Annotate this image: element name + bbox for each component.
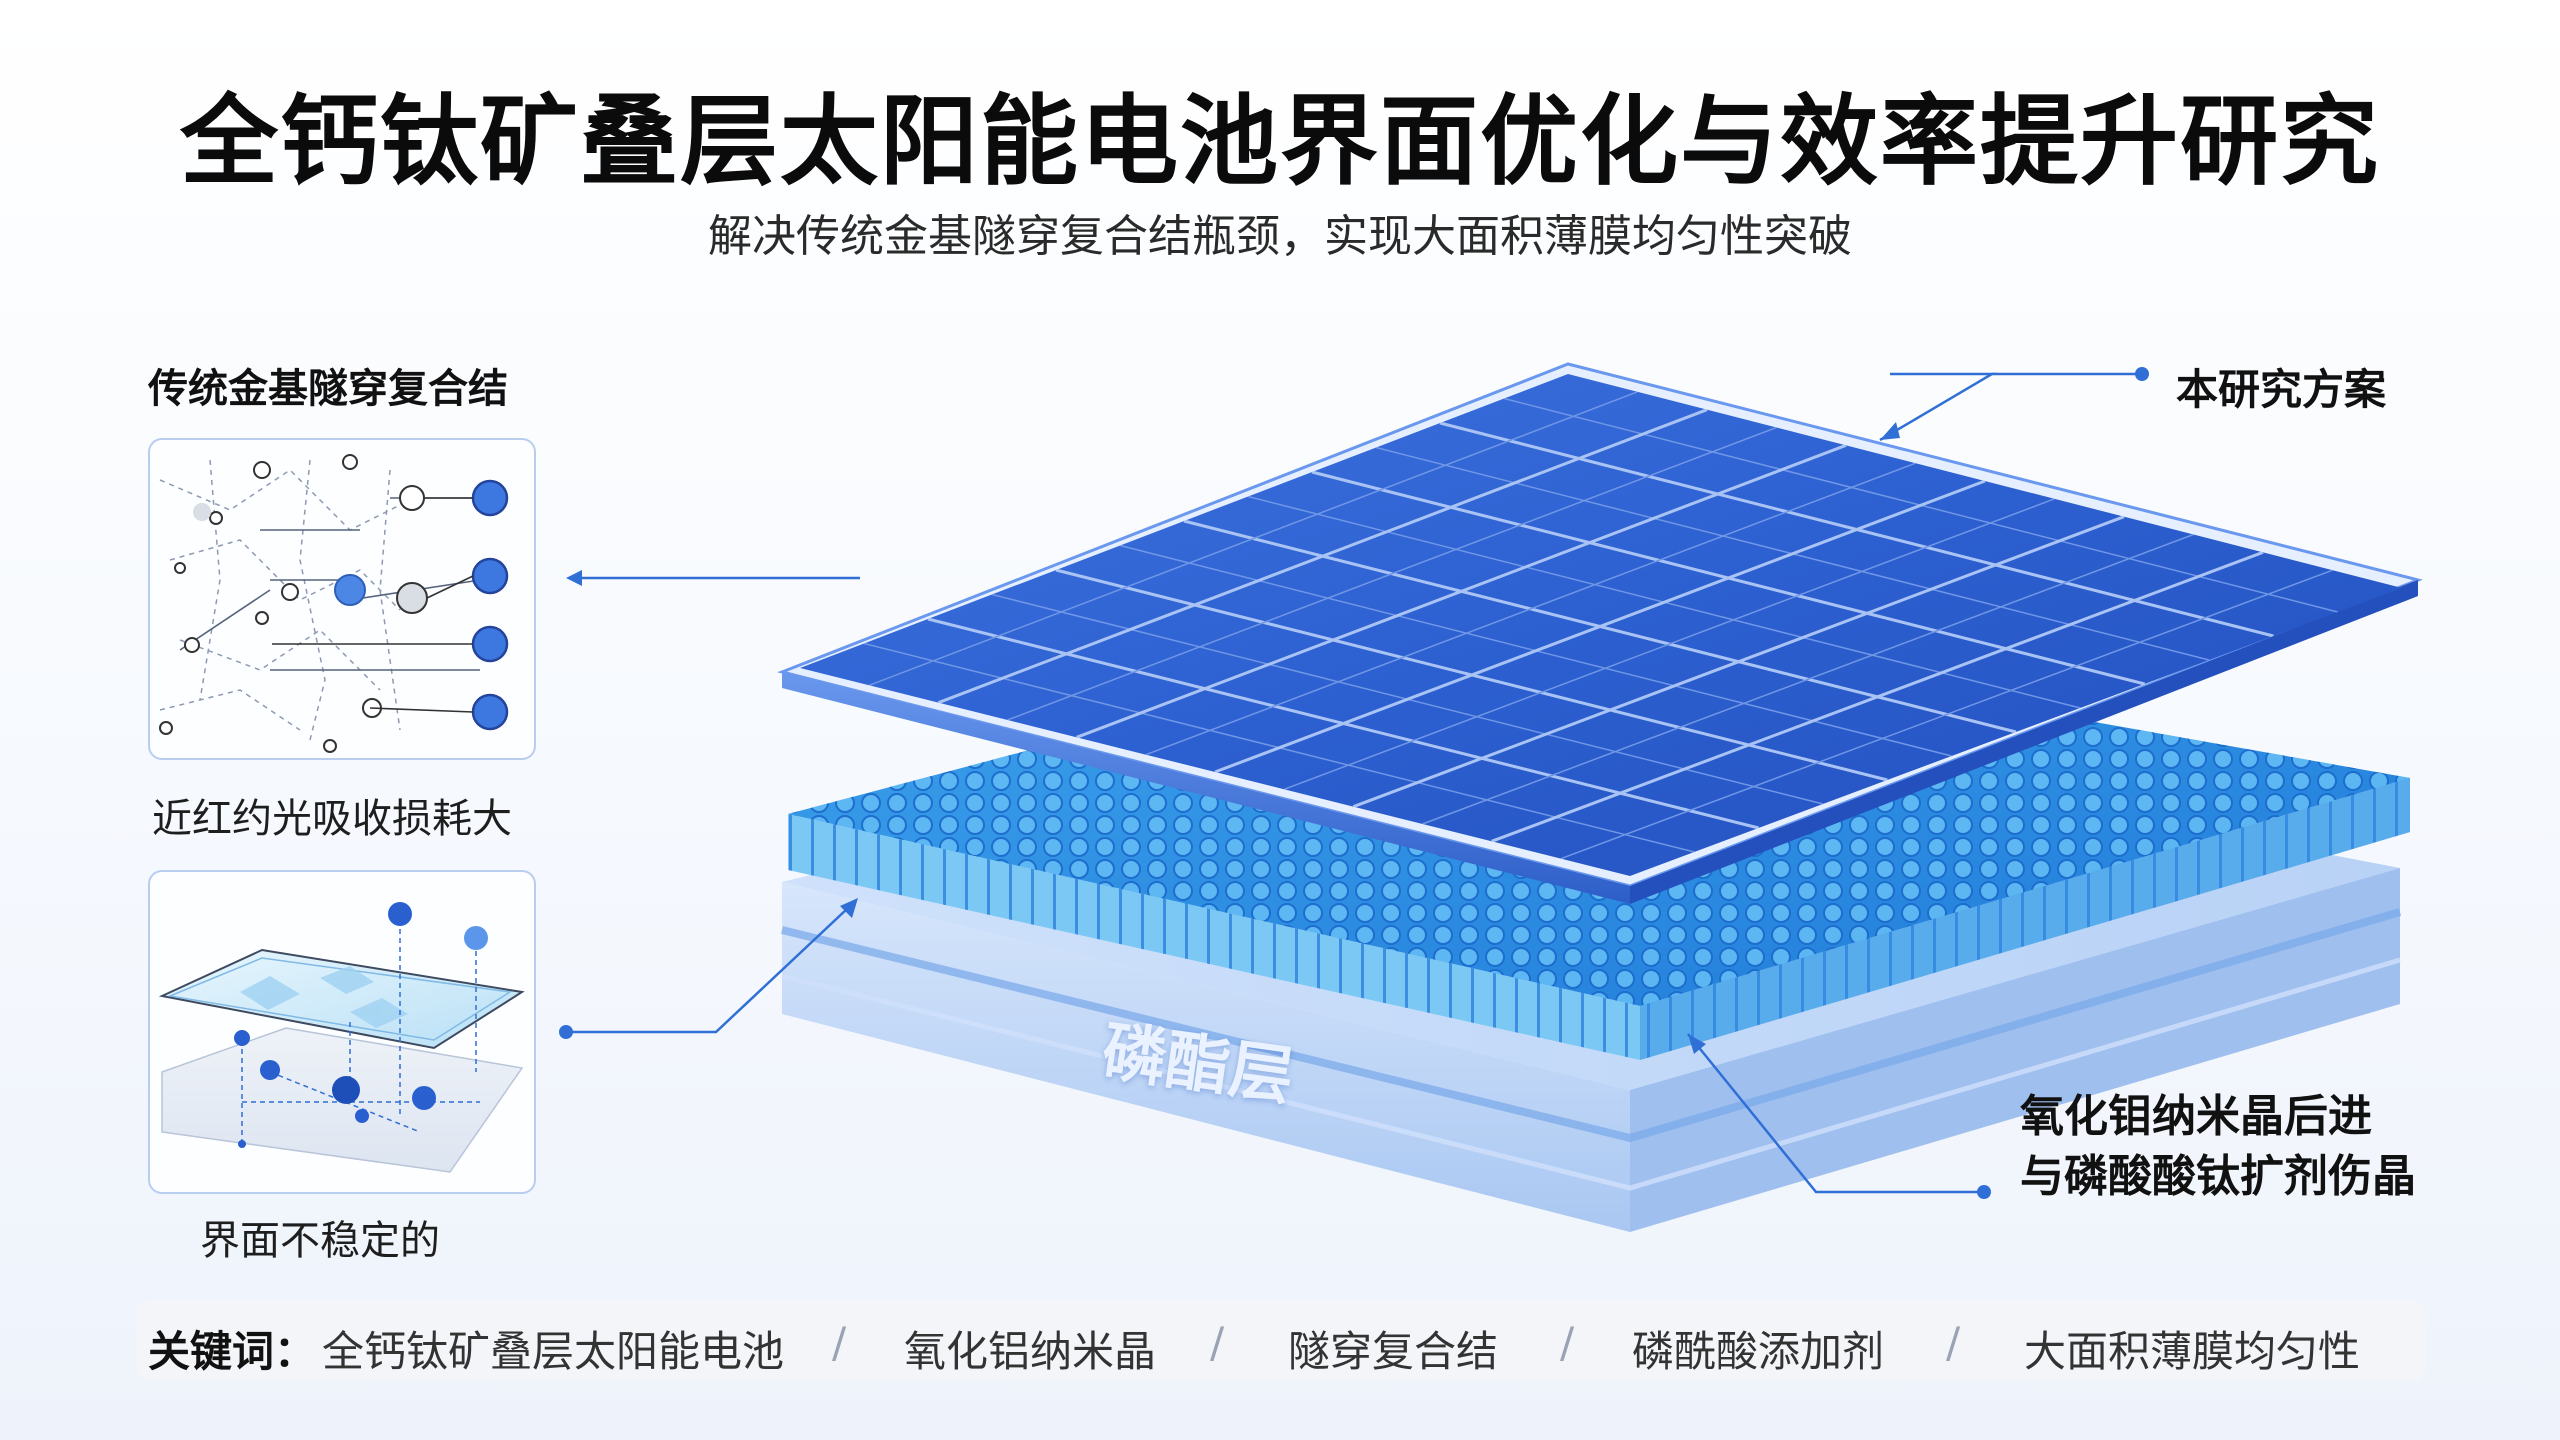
panel-grid-line (1560, 569, 2333, 860)
page-subtitle: 解决传统金基隧穿复合结瓶颈，实现大面积薄膜均匀性突破 (708, 211, 1852, 262)
label-nanocrystal-line1: 氧化钼纳米晶后进 (2020, 1091, 2372, 1142)
page-title: 全钙钛矿叠层太阳能电池界面优化与效率提升研究 (179, 85, 2380, 199)
network-illustration (159, 454, 509, 753)
panel-grid-line (1491, 550, 2264, 843)
label-research-plan: 本研究方案 (2176, 365, 2387, 414)
keyword-bar (136, 1300, 2426, 1380)
keyword-item: 氧化铝纳米晶 (904, 1327, 1157, 1376)
keyword-item: 大面积薄膜均匀性 (2024, 1327, 2361, 1376)
keyword-separator: / (1946, 1318, 1961, 1367)
panel-cell-grid (863, 391, 2338, 860)
keyword-separator: / (1560, 1318, 1575, 1367)
panel-grid-line (937, 408, 1708, 705)
panel-grid-line (1422, 533, 2194, 825)
caption-panel2: 界面不稳定的 (200, 1218, 440, 1264)
keyword-item: 隧穿复合结 (1288, 1327, 1499, 1376)
keywords-label: 关键词： (148, 1327, 317, 1376)
left-heading: 传统金基隧穿复合结 (148, 366, 508, 412)
keyword-separator: / (1210, 1318, 1225, 1367)
solar-panel (777, 362, 2423, 904)
panel-grid-line (1007, 426, 1777, 721)
panel-unstable-interface (148, 870, 536, 1194)
panel-grid-line (1076, 443, 1847, 739)
panel-grid-line (1214, 479, 1986, 774)
keyword-item: 全钙钛矿叠层太阳能电池 (322, 1327, 785, 1376)
panel-grid-line (1352, 515, 2125, 809)
callout-lines (566, 372, 1997, 1194)
panel-grid-line (1283, 498, 2055, 791)
panel-traditional-junction (148, 438, 536, 760)
caption-panel1: 近红约光吸收损耗大 (152, 796, 512, 842)
interface-illustration (158, 902, 525, 1173)
keyword-item: 磷酰酸添加剂 (1632, 1327, 1885, 1376)
panel-grid-line (1145, 462, 1916, 756)
grey-node (193, 503, 211, 521)
keyword-separator: / (832, 1318, 847, 1367)
panel-grid-line (868, 391, 1638, 687)
label-nanocrystal-line2: 与磷酸酸钛扩剂伤晶 (2020, 1151, 2416, 1202)
